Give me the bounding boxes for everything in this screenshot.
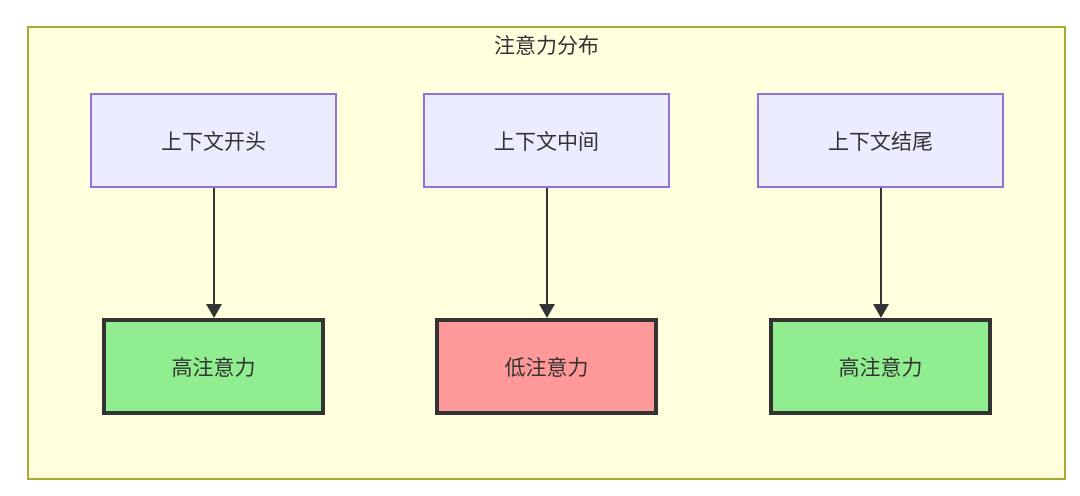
edge-beginning-to-result [205, 188, 222, 318]
node-context-middle: 上下文中间 [423, 93, 670, 188]
edge-middle-to-result [538, 188, 555, 318]
edge-line [212, 188, 215, 306]
diagram-column-beginning: 上下文开头 高注意力 [90, 93, 337, 415]
node-low-attention-center: 低注意力 [435, 318, 658, 415]
arrow-down-icon [538, 304, 555, 318]
edge-line [545, 188, 548, 306]
node-context-beginning: 上下文开头 [90, 93, 337, 188]
diagram-title: 注意力分布 [494, 35, 599, 58]
edge-end-to-result [872, 188, 889, 318]
arrow-down-icon [205, 304, 222, 318]
arrow-down-icon [872, 304, 889, 318]
edge-line [879, 188, 882, 306]
node-high-attention-right: 高注意力 [769, 318, 992, 415]
node-context-end: 上下文结尾 [757, 93, 1004, 188]
node-high-attention-left: 高注意力 [102, 318, 325, 415]
diagram-column-end: 上下文结尾 高注意力 [757, 93, 1004, 415]
diagram-column-middle: 上下文中间 低注意力 [423, 93, 670, 415]
